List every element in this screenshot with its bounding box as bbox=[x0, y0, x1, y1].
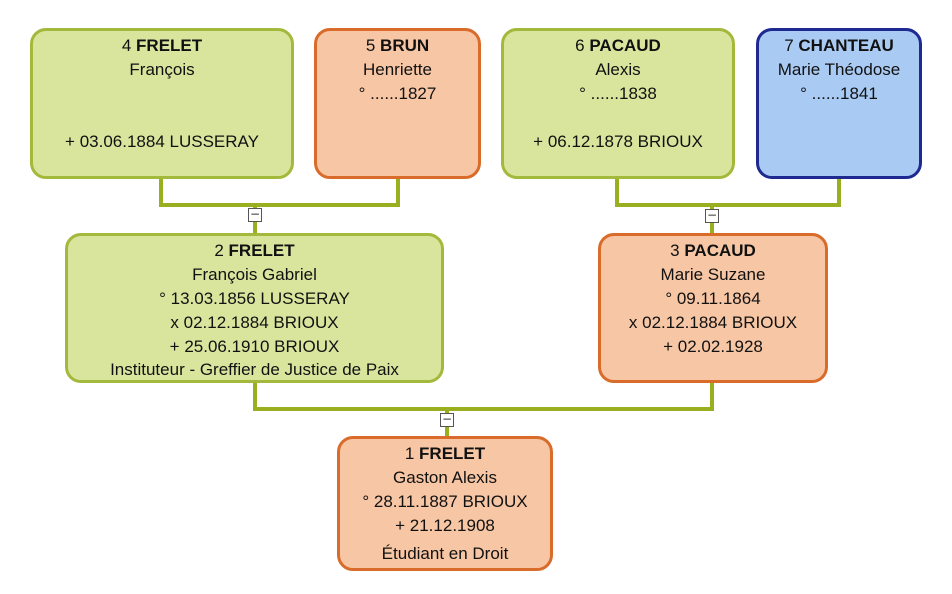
person-name: 7 CHANTEAU bbox=[784, 36, 894, 55]
connector-line bbox=[837, 177, 841, 207]
connector-line bbox=[253, 407, 714, 411]
person-box-7[interactable]: 7 CHANTEAU Marie Théodose ° ......1841 bbox=[756, 28, 922, 179]
person-box-1[interactable]: 1 FRELET Gaston Alexis ° 28.11.1887 BRIO… bbox=[337, 436, 553, 571]
person-name: 5 BRUN bbox=[365, 36, 430, 55]
person-given-name: François bbox=[129, 60, 195, 79]
person-occupation: Étudiant en Droit bbox=[381, 544, 509, 563]
person-given-name: Henriette bbox=[363, 60, 432, 79]
person-death: + 21.12.1908 bbox=[395, 516, 495, 535]
person-given-name: Marie Suzane bbox=[660, 265, 766, 284]
connector-line bbox=[159, 203, 400, 207]
connector-line bbox=[159, 177, 163, 207]
person-given-name: Marie Théodose bbox=[777, 60, 901, 79]
person-name: 1 FRELET bbox=[404, 444, 486, 463]
person-given-name: Gaston Alexis bbox=[393, 468, 497, 487]
person-given-name: François Gabriel bbox=[192, 265, 317, 284]
collapse-toggle-parents-of-2[interactable]: − bbox=[248, 207, 262, 222]
person-box-2[interactable]: 2 FRELET François Gabriel ° 13.03.1856 L… bbox=[65, 233, 444, 383]
person-birth: ° ......1827 bbox=[358, 84, 437, 103]
person-death: + 02.02.1928 bbox=[663, 337, 763, 356]
person-name: 3 PACAUD bbox=[670, 241, 756, 260]
person-birth: ° 28.11.1887 BRIOUX bbox=[362, 492, 528, 511]
person-birth: ° ......1838 bbox=[579, 84, 657, 103]
person-death: + 25.06.1910 BRIOUX bbox=[169, 337, 340, 356]
connector-line bbox=[615, 177, 619, 207]
person-birth: ° 09.11.1864 bbox=[665, 289, 761, 308]
person-death: + 06.12.1878 BRIOUX bbox=[533, 132, 703, 151]
person-box-3[interactable]: 3 PACAUD Marie Suzane ° 09.11.1864 x 02.… bbox=[598, 233, 828, 383]
person-name: 6 PACAUD bbox=[575, 36, 661, 55]
person-occupation: Instituteur - Greffier de Justice de Pai… bbox=[110, 360, 399, 379]
connector-line bbox=[615, 203, 841, 207]
person-name: 4 FRELET bbox=[121, 36, 203, 55]
person-death: + 03.06.1884 LUSSERAY bbox=[65, 132, 259, 151]
connector-line bbox=[710, 381, 714, 411]
person-marriage: x 02.12.1884 BRIOUX bbox=[628, 313, 798, 332]
connector-line bbox=[253, 381, 257, 411]
person-box-4[interactable]: 4 FRELET François + 03.06.1884 LUSSERAY bbox=[30, 28, 294, 179]
person-birth: ° 13.03.1856 LUSSERAY bbox=[159, 289, 350, 308]
person-birth: ° ......1841 bbox=[800, 84, 878, 103]
person-box-5[interactable]: 5 BRUN Henriette ° ......1827 bbox=[314, 28, 481, 179]
collapse-toggle-parents-of-3[interactable]: − bbox=[705, 208, 719, 223]
person-box-6[interactable]: 6 PACAUD Alexis ° ......1838 + 06.12.187… bbox=[501, 28, 735, 179]
connector-line bbox=[396, 177, 400, 207]
person-marriage: x 02.12.1884 BRIOUX bbox=[170, 313, 339, 332]
person-given-name: Alexis bbox=[595, 60, 641, 79]
person-name: 2 FRELET bbox=[214, 241, 295, 260]
collapse-toggle-parents-of-1[interactable]: − bbox=[440, 412, 454, 427]
